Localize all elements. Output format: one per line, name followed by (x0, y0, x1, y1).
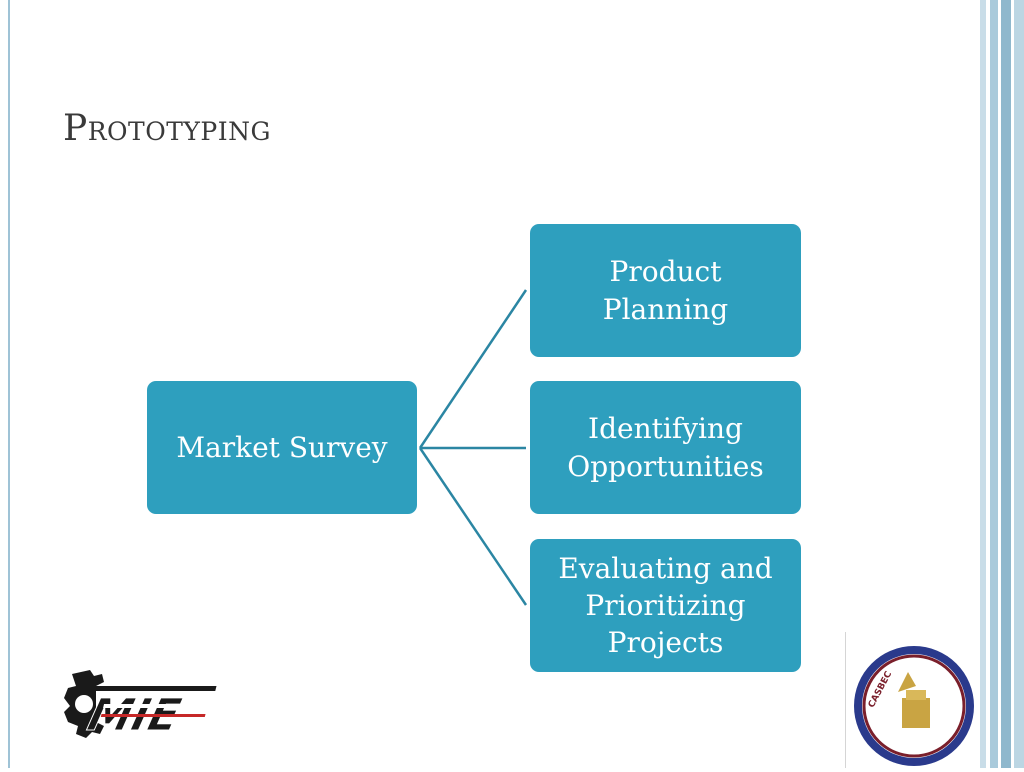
node-label: Market Survey (176, 430, 388, 464)
diagram-node-evaluating-prioritizing: Evaluating and Prioritizing Projects (530, 539, 801, 672)
node-label: Product Planning (602, 255, 729, 326)
connector-line-bottom (418, 447, 528, 606)
slide-left-border (8, 0, 10, 768)
node-label: Identifying Opportunities (567, 412, 764, 483)
connector-line-top (418, 289, 528, 449)
diagram-node-market-survey: Market Survey (147, 381, 417, 514)
diagram-node-product-planning: Product Planning (530, 224, 801, 357)
diagram-node-identifying-opportunities: Identifying Opportunities (530, 381, 801, 514)
casbec-logo-container: CASBEC (845, 632, 980, 768)
casbec-logo: CASBEC (854, 646, 974, 766)
node-label: Evaluating and Prioritizing Projects (558, 551, 773, 660)
mie-logo: MIE (64, 670, 217, 741)
slide-right-stripes (980, 0, 1024, 768)
slide-title: Prototyping (63, 108, 271, 149)
